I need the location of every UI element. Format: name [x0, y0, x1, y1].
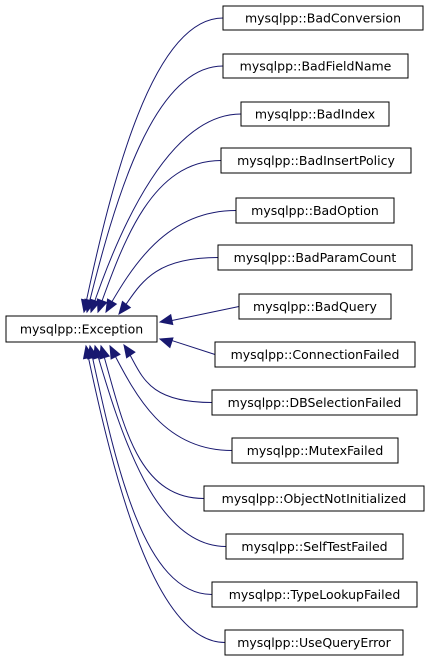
inheritance-edge — [109, 345, 233, 451]
class-label: mysqlpp::BadInsertPolicy — [237, 153, 395, 168]
class-box — [224, 629, 404, 656]
class-box — [238, 293, 392, 320]
inheritance-edges — [80, 17, 242, 643]
class-label: mysqlpp::BadOption — [251, 203, 379, 218]
class-node-derived[interactable]: mysqlpp::BadFieldName — [222, 53, 409, 79]
class-node-derived[interactable]: mysqlpp::UseQueryError — [224, 629, 404, 656]
inheritance-edge — [97, 160, 222, 313]
inheritance-edge — [90, 113, 242, 313]
class-node-derived[interactable]: mysqlpp::BadParamCount — [217, 244, 413, 271]
class-box — [5, 315, 158, 343]
class-box — [211, 581, 418, 608]
class-node-derived[interactable]: mysqlpp::BadQuery — [238, 293, 392, 320]
class-label: mysqlpp::SelfTestFailed — [241, 539, 387, 554]
arrowhead — [109, 344, 121, 360]
inheritance-edge — [105, 210, 237, 313]
arrowhead — [82, 344, 95, 360]
class-label: mysqlpp::UseQueryError — [237, 635, 391, 650]
arrowhead — [158, 337, 174, 349]
class-label: mysqlpp::BadParamCount — [234, 250, 397, 265]
inheritance-edge — [171, 306, 240, 321]
class-box — [217, 244, 413, 271]
class-nodes: mysqlpp::Exception mysqlpp::BadConversio… — [5, 5, 425, 656]
class-node-derived[interactable]: mysqlpp::SelfTestFailed — [225, 533, 404, 560]
class-box — [211, 389, 418, 416]
class-node-derived[interactable]: mysqlpp::TypeLookupFailed — [211, 581, 418, 608]
inheritance-edge — [118, 257, 219, 315]
class-node-derived[interactable]: mysqlpp::ConnectionFailed — [214, 341, 416, 368]
class-label: mysqlpp::ConnectionFailed — [231, 347, 400, 362]
class-node-derived[interactable]: mysqlpp::DBSelectionFailed — [211, 389, 418, 416]
class-box — [203, 485, 425, 512]
class-box — [240, 101, 390, 127]
class-label: mysqlpp::TypeLookupFailed — [229, 587, 401, 602]
arrowhead — [158, 313, 174, 326]
inheritance-edge — [83, 17, 224, 313]
arrowhead — [96, 298, 108, 314]
inheritance-edge — [86, 65, 224, 313]
class-node-base[interactable]: mysqlpp::Exception — [5, 315, 158, 343]
class-box — [222, 5, 424, 31]
inheritance-edge — [94, 345, 227, 547]
inheritance-edge — [85, 345, 226, 643]
class-label: mysqlpp::BadQuery — [253, 299, 378, 314]
class-label: mysqlpp::ObjectNotInitialized — [222, 491, 407, 506]
inheritance-edge — [171, 340, 216, 355]
class-node-derived[interactable]: mysqlpp::MutexFailed — [231, 437, 399, 464]
arrowhead — [118, 300, 132, 316]
class-box — [225, 533, 404, 560]
inheritance-edge — [100, 345, 205, 499]
class-node-derived[interactable]: mysqlpp::BadOption — [235, 197, 395, 224]
class-node-derived[interactable]: mysqlpp::BadIndex — [240, 101, 390, 127]
class-node-derived[interactable]: mysqlpp::BadConversion — [222, 5, 424, 31]
class-box — [220, 147, 412, 174]
class-box — [222, 53, 409, 79]
class-label: mysqlpp::MutexFailed — [247, 443, 384, 458]
arrowhead — [123, 343, 136, 359]
class-label: mysqlpp::BadConversion — [245, 11, 401, 26]
inheritance-edge — [89, 345, 213, 595]
class-box — [214, 341, 416, 368]
class-label: mysqlpp::Exception — [20, 322, 143, 337]
class-box — [235, 197, 395, 224]
class-box — [231, 437, 399, 464]
class-node-derived[interactable]: mysqlpp::ObjectNotInitialized — [203, 485, 425, 512]
arrowhead — [105, 298, 118, 314]
class-label: mysqlpp::DBSelectionFailed — [228, 395, 402, 410]
class-label: mysqlpp::BadIndex — [255, 107, 375, 122]
class-label: mysqlpp::BadFieldName — [240, 59, 392, 74]
class-node-derived[interactable]: mysqlpp::BadInsertPolicy — [220, 147, 412, 174]
